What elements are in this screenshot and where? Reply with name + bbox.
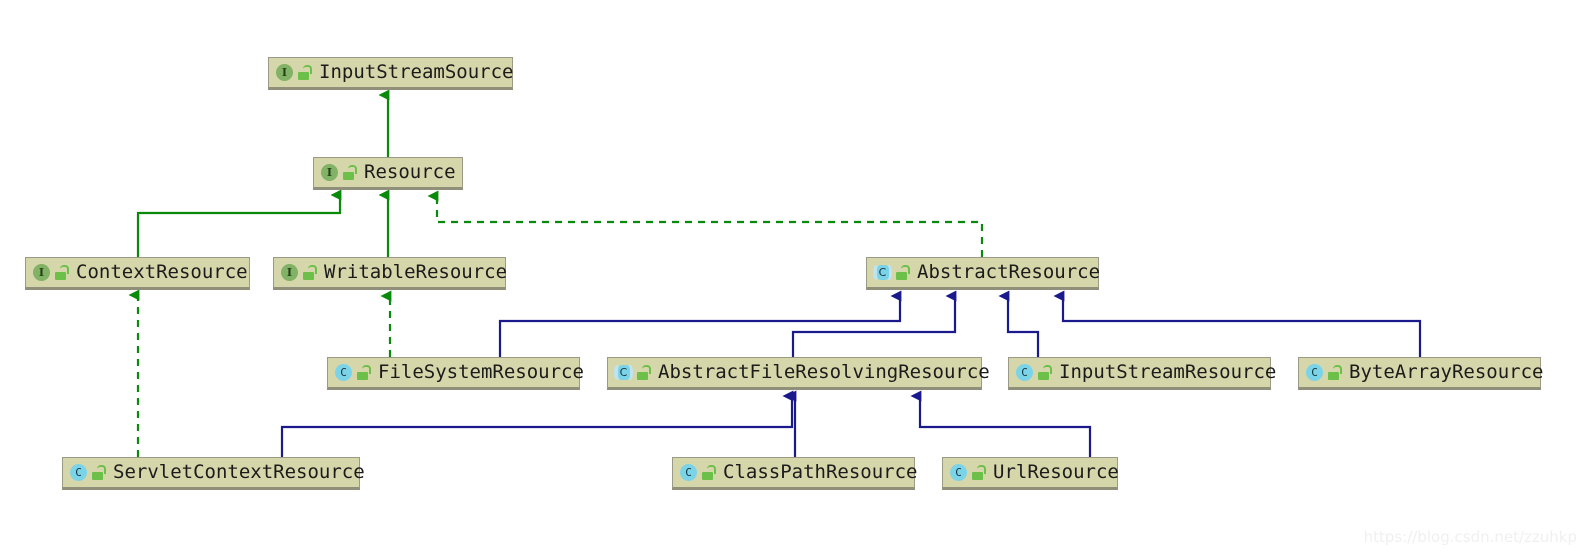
edge-inputstreamresource-to-abstractresource: [998, 290, 1040, 357]
node-icons: I: [276, 64, 312, 81]
node-icons: C: [1016, 364, 1052, 381]
edge-abstractfileresolvingresource-to-abstractresource: [791, 290, 957, 357]
class-icon: C: [335, 364, 352, 381]
node-icons: I: [321, 164, 357, 181]
class-icon: C: [70, 464, 87, 481]
node-icons: I: [281, 264, 317, 281]
class-node-label: FileSystemResource: [378, 361, 584, 383]
unlocked-icon: [895, 265, 910, 280]
abstract-class-icon: C: [873, 264, 892, 281]
class-node-label: AbstractResource: [917, 261, 1101, 283]
node-icons: C: [335, 364, 371, 381]
class-node-label: InputStreamResource: [1059, 361, 1277, 383]
class-node-label: Resource: [364, 161, 456, 183]
interface-icon: I: [281, 264, 298, 281]
edge-servletcontextresource-to-abstractfileresolvingresource: [280, 390, 794, 457]
edge-urlresource-to-abstractfileresolvingresource: [910, 390, 1092, 457]
class-icon: C: [1306, 364, 1323, 381]
class-node-label: ByteArrayResource: [1349, 361, 1544, 383]
class-node-UrlResource[interactable]: C UrlResource: [942, 457, 1119, 490]
unlocked-icon: [297, 65, 312, 80]
node-icons: C: [873, 264, 910, 281]
class-node-FileSystemResource[interactable]: C FileSystemResource: [327, 357, 584, 390]
class-node-AbstractResource[interactable]: C AbstractResource: [866, 257, 1101, 290]
class-node-label: WritableResource: [324, 261, 508, 283]
class-node-WritableResource[interactable]: I WritableResource: [273, 257, 508, 290]
edge-abstractresource-to-resource: [427, 190, 984, 257]
green-edges: [128, 89, 984, 457]
node-icons: C: [614, 364, 651, 381]
class-node-InputStreamResource[interactable]: C InputStreamResource: [1008, 357, 1276, 390]
class-node-label: AbstractFileResolvingResource: [658, 361, 990, 383]
class-node-label: ContextResource: [76, 261, 248, 283]
class-node-ByteArrayResource[interactable]: C ByteArrayResource: [1298, 357, 1544, 390]
unlocked-icon: [54, 265, 69, 280]
unlocked-icon: [1327, 365, 1342, 380]
class-icon: C: [1016, 364, 1033, 381]
node-icons: C: [950, 464, 986, 481]
class-node-label: ClassPathResource: [723, 461, 918, 483]
class-node-InputStreamSource[interactable]: I InputStreamSource: [268, 57, 513, 90]
unlocked-icon: [971, 465, 986, 480]
class-node-label: ServletContextResource: [113, 461, 365, 483]
watermark: https://blog.csdn.net/zzuhkp: [1363, 528, 1577, 546]
class-node-label: UrlResource: [993, 461, 1119, 483]
class-node-ContextResource[interactable]: I ContextResource: [25, 257, 250, 290]
class-icon: C: [950, 464, 967, 481]
class-node-label: InputStreamSource: [319, 61, 514, 83]
edge-contextresource-to-resource: [136, 189, 342, 257]
node-icons: C: [70, 464, 106, 481]
edge-filesystemresource-to-abstractresource: [498, 290, 902, 357]
class-node-ServletContextResource[interactable]: C ServletContextResource: [62, 457, 365, 490]
class-node-ClassPathResource[interactable]: C ClassPathResource: [672, 457, 918, 490]
node-icons: I: [33, 264, 69, 281]
class-icon: C: [680, 464, 697, 481]
class-node-AbstractFileResolvingResource[interactable]: C AbstractFileResolvingResource: [607, 357, 990, 390]
unlocked-icon: [356, 365, 371, 380]
unlocked-icon: [91, 465, 106, 480]
unlocked-icon: [636, 365, 651, 380]
edge-bytearrayresource-to-abstractresource: [1053, 290, 1422, 357]
unlocked-icon: [342, 165, 357, 180]
interface-icon: I: [321, 164, 338, 181]
unlocked-icon: [302, 265, 317, 280]
node-icons: C: [680, 464, 716, 481]
interface-icon: I: [33, 264, 50, 281]
abstract-class-icon: C: [614, 364, 633, 381]
node-icons: C: [1306, 364, 1342, 381]
interface-icon: I: [276, 64, 293, 81]
class-node-Resource[interactable]: I Resource: [313, 157, 463, 190]
unlocked-icon: [701, 465, 716, 480]
unlocked-icon: [1037, 365, 1052, 380]
